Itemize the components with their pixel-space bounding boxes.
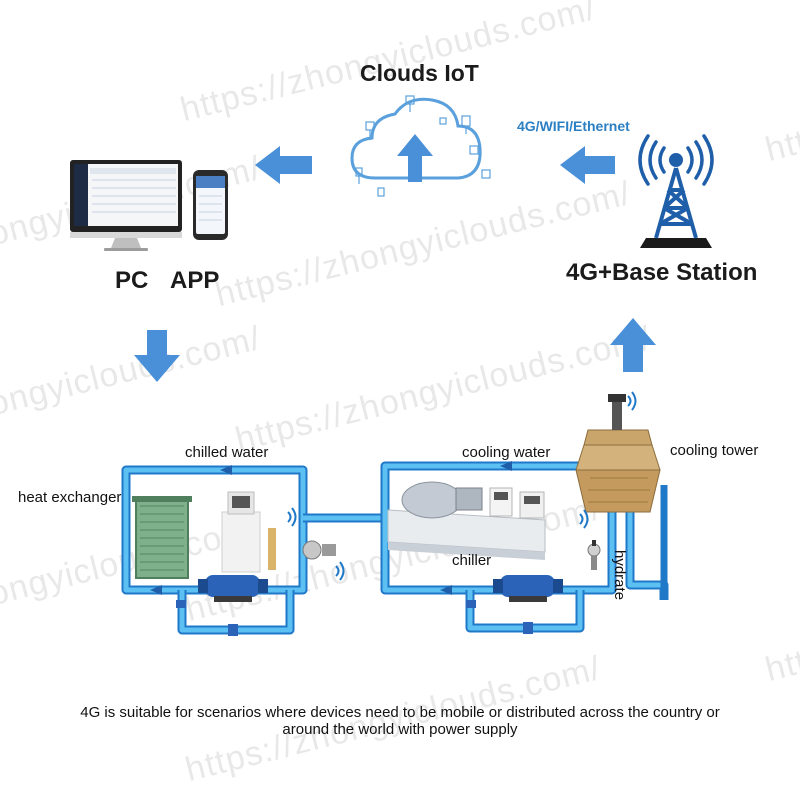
network-label: 4G/WIFI/Ethernet	[517, 118, 630, 134]
phone-icon	[193, 170, 228, 240]
arrow-left-icon	[255, 146, 312, 184]
upload-arrow-icon	[397, 134, 433, 182]
sensor	[302, 540, 336, 560]
footer-caption: 4G is suitable for scenarios where devic…	[20, 704, 780, 738]
wifi-signal-icon	[287, 391, 637, 581]
pump	[198, 575, 268, 602]
pc-label: PC	[115, 267, 149, 294]
flow-arrows	[134, 146, 656, 382]
arrow-left-icon	[560, 146, 615, 184]
chiller	[387, 481, 546, 560]
cooling-water-label: cooling water	[462, 444, 551, 461]
cooling-tower-label: cooling tower	[670, 442, 759, 459]
monitor-icon	[70, 160, 182, 251]
arrow-up-icon	[610, 318, 656, 372]
arrow-down-icon	[134, 330, 180, 382]
control-cabinet	[221, 491, 276, 573]
cooling-tower	[575, 394, 661, 513]
hydrate-label: hydrate	[611, 550, 628, 601]
heat-exchanger	[132, 496, 192, 579]
antenna-tower-icon	[638, 134, 714, 248]
chilled-water-label: chilled water	[185, 444, 269, 461]
cloud-icon	[350, 95, 491, 197]
app-label: APP	[170, 267, 220, 294]
sensor	[587, 540, 601, 570]
footer-line-1: 4G is suitable for scenarios where devic…	[80, 704, 720, 721]
footer-line-2: around the world with power supply	[282, 721, 518, 738]
base-station-label: 4G+Base Station	[566, 259, 758, 286]
chiller-label: chiller	[452, 552, 492, 569]
pump	[493, 575, 563, 602]
cloud-title: Clouds IoT	[360, 60, 479, 86]
heat-exchanger-label: heat exchanger	[18, 489, 122, 506]
